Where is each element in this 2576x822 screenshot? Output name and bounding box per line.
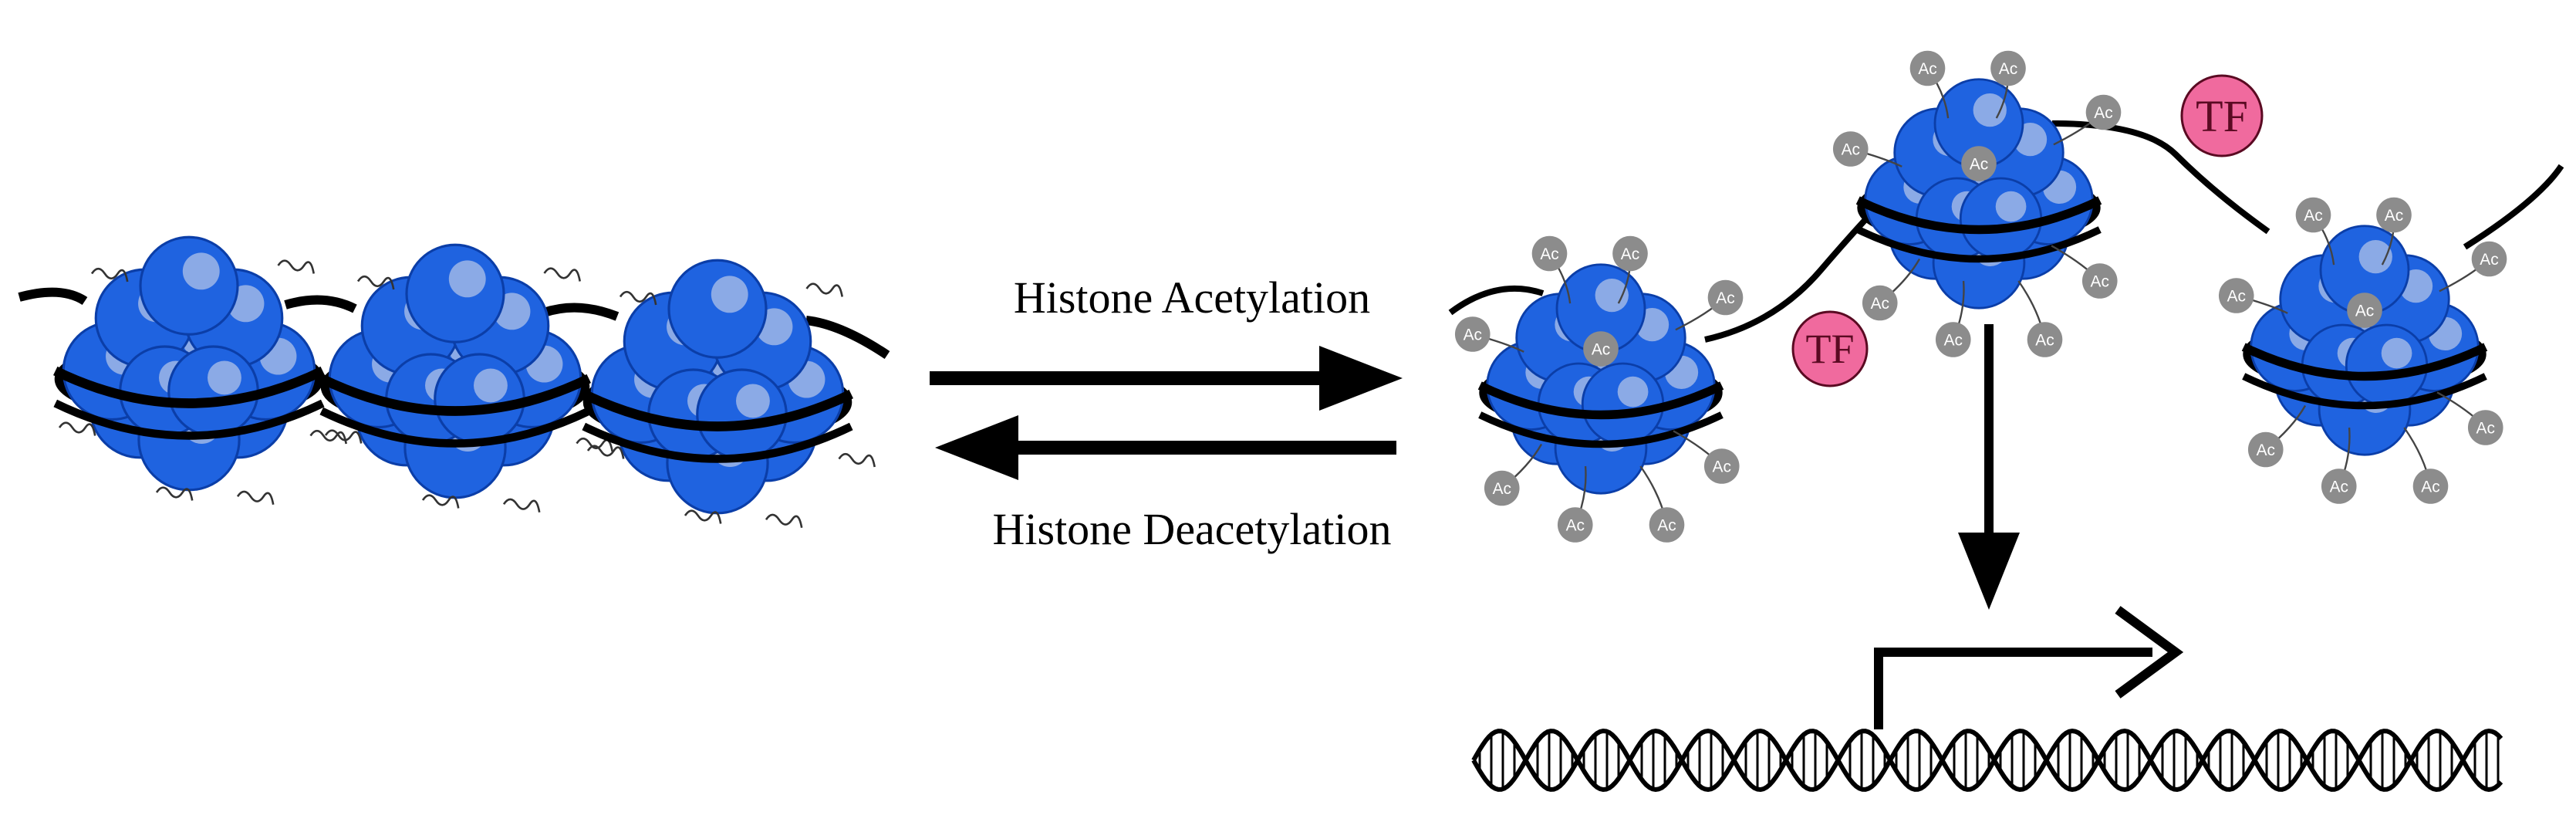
svg-text:TF: TF <box>2196 91 2248 141</box>
acetyl-group-icon: Ac <box>2403 427 2449 504</box>
acetyl-group-icon: Ac <box>2247 404 2307 468</box>
linker-dna <box>1448 120 2564 343</box>
svg-text:Ac: Ac <box>2094 104 2112 122</box>
transcription-start-arrow-icon <box>1874 606 2184 729</box>
acetyl-group-icon: Ac <box>1990 50 2026 119</box>
svg-text:Ac: Ac <box>2421 479 2439 496</box>
svg-text:Ac: Ac <box>1540 245 1558 263</box>
acetyl-group-icon: Ac <box>1935 280 1971 357</box>
acetyl-group-icon: Ac <box>1612 235 1648 304</box>
acetyl-group-icon: Ac <box>1639 465 1685 543</box>
svg-text:Ac: Ac <box>2355 303 2374 320</box>
nucleosome-icon <box>319 243 613 512</box>
svg-text:Ac: Ac <box>1713 458 1731 476</box>
svg-text:Ac: Ac <box>2227 288 2246 306</box>
activation-arrow-icon <box>1958 324 2020 610</box>
acetyl-group-icon: Ac <box>2376 197 2412 266</box>
acetylation-label: Histone Acetylation <box>1014 272 1370 323</box>
acetyl-group-icon: Ac <box>2347 293 2382 328</box>
acetyl-group-icon: Ac <box>2439 241 2507 293</box>
svg-text:Ac: Ac <box>1944 332 1963 350</box>
nucleosome-icon <box>582 259 876 528</box>
svg-text:Ac: Ac <box>1493 480 1511 498</box>
svg-text:Ac: Ac <box>1716 289 1734 307</box>
acetyl-group-icon: Ac <box>1832 131 1902 167</box>
svg-text:Ac: Ac <box>1970 156 1988 174</box>
acetyl-group-icon: Ac <box>1673 430 1740 484</box>
transcription-factor-icon: TF <box>1791 310 1869 387</box>
acetyl-group-icon: Ac <box>1909 50 1950 119</box>
acetyl-group-icon: Ac <box>2436 391 2503 445</box>
reverse-arrow-icon <box>935 415 1396 480</box>
acetyl-group-icon: Ac <box>1454 316 1524 353</box>
svg-text:Ac: Ac <box>2330 479 2348 496</box>
svg-text:Ac: Ac <box>2257 441 2275 459</box>
transcription-factor-icon: TF <box>2180 74 2264 157</box>
acetyl-group-icon: Ac <box>2218 278 2288 314</box>
svg-text:Ac: Ac <box>1918 60 1936 78</box>
svg-text:Ac: Ac <box>1999 60 2017 78</box>
acetyl-group-icon: Ac <box>1484 443 1543 506</box>
acetyl-group-icon: Ac <box>2053 94 2122 146</box>
nucleosome-icon <box>53 235 347 505</box>
svg-text:Ac: Ac <box>1621 245 1639 263</box>
svg-text:Ac: Ac <box>2091 273 2109 291</box>
svg-text:Ac: Ac <box>2035 332 2054 350</box>
svg-text:Ac: Ac <box>2385 207 2403 225</box>
svg-text:Ac: Ac <box>2304 207 2322 225</box>
deacetylation-label: Histone Deacetylation <box>993 504 1392 554</box>
acetyl-group-icon: Ac <box>1531 235 1572 304</box>
svg-text:Ac: Ac <box>1566 517 1585 535</box>
acetyl-group-icon: Ac <box>1675 279 1744 331</box>
svg-text:Ac: Ac <box>1871 295 1889 313</box>
acetyl-group-icon: Ac <box>1557 465 1593 543</box>
svg-text:Ac: Ac <box>1592 341 1610 359</box>
svg-text:Ac: Ac <box>2476 420 2495 438</box>
acetyl-group-icon: Ac <box>1961 146 1997 181</box>
svg-text:Ac: Ac <box>1464 326 1482 344</box>
acetyl-group-icon: Ac <box>1583 331 1619 367</box>
acetyl-group-icon: Ac <box>1862 258 1921 321</box>
condensed-chromatin <box>18 235 890 528</box>
forward-arrow-icon <box>930 346 1403 411</box>
acetyl-group-icon: Ac <box>2321 427 2357 504</box>
svg-text:Ac: Ac <box>1657 517 1676 535</box>
dna-double-helix-icon <box>1471 728 2503 793</box>
acetyl-group-icon: Ac <box>2017 280 2063 357</box>
svg-text:TF: TF <box>1805 326 1854 372</box>
svg-text:Ac: Ac <box>1842 141 1860 159</box>
acetyl-group-icon: Ac <box>2295 197 2335 266</box>
svg-text:Ac: Ac <box>2480 251 2498 269</box>
reaction-arrows: Histone Acetylation Histone Deacetylatio… <box>930 272 1403 554</box>
acetyl-group-icon: Ac <box>2051 245 2118 299</box>
